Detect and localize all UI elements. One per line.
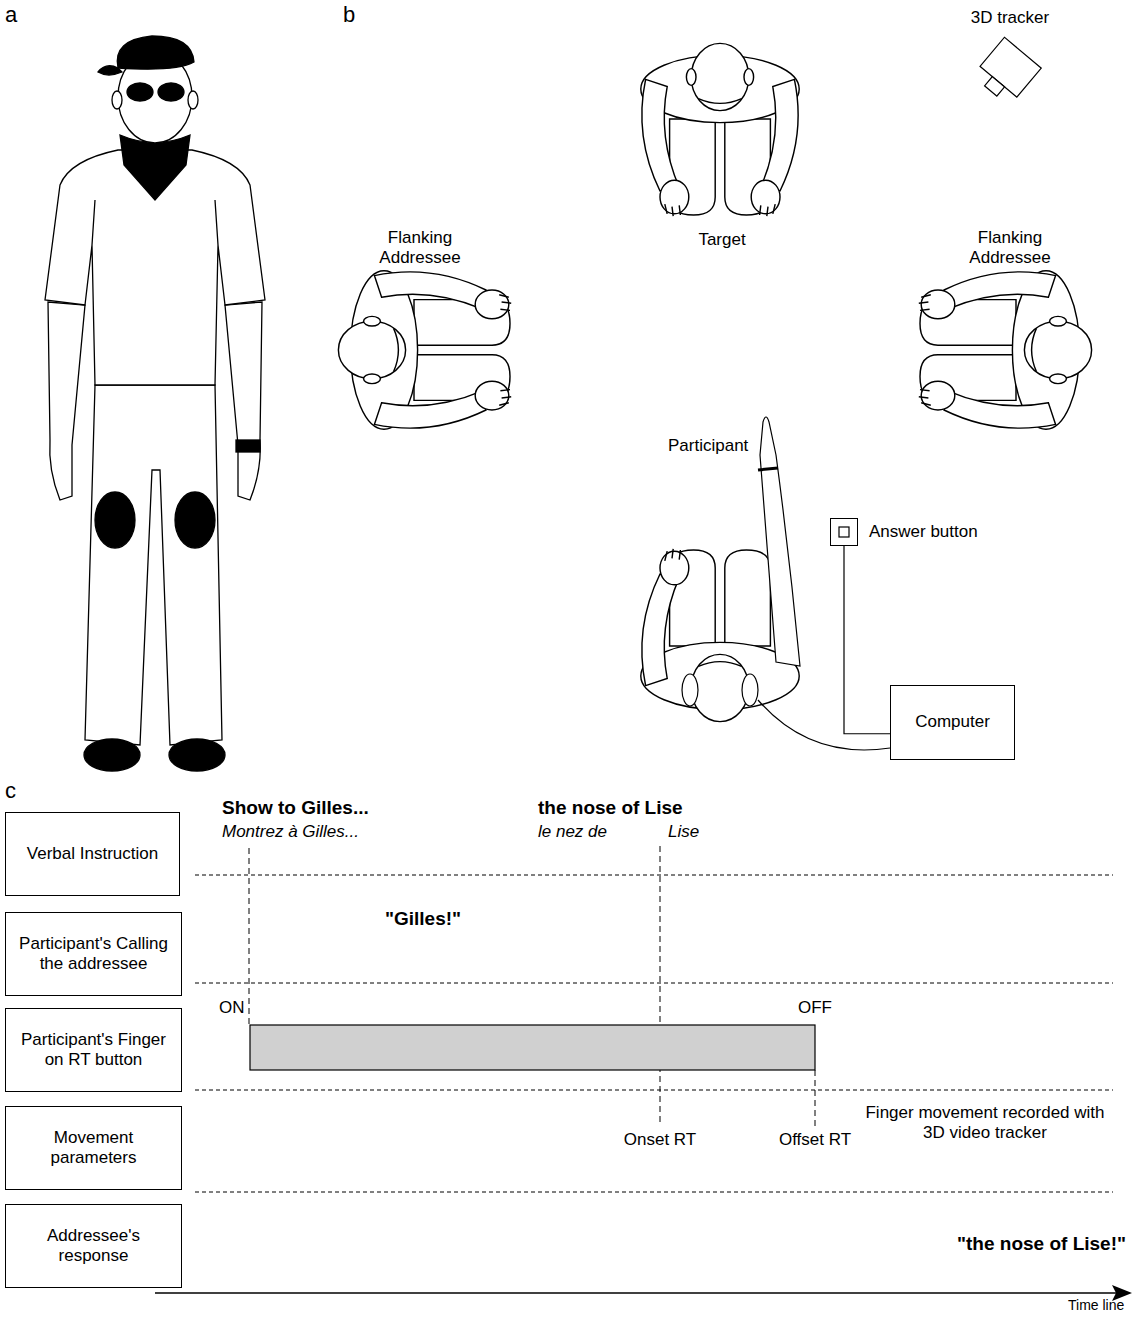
row-header-box: Participant's Finger on RT button	[5, 1008, 182, 1092]
node-text: Computer	[915, 712, 990, 732]
time-label: Onset RT	[605, 1130, 715, 1150]
tracker-camera	[972, 37, 1041, 106]
time-marker	[249, 846, 815, 1126]
instruction-text: the nose of Lise	[538, 797, 683, 820]
button-key	[839, 527, 849, 537]
person-label: Flanking Addressee	[365, 228, 475, 269]
participant-figure	[641, 417, 890, 750]
cable-line	[844, 546, 890, 734]
row-header-box: Verbal Instruction	[5, 812, 180, 896]
target-person	[641, 43, 799, 216]
bar-label: OFF	[785, 998, 845, 1018]
person-label: Participant	[668, 436, 748, 456]
note-text: Finger movement recorded with 3D video t…	[865, 1103, 1105, 1144]
bar-label: ON	[219, 998, 245, 1018]
row-header-box: Participant's Calling the addressee	[5, 912, 182, 996]
panel-letter: c	[5, 778, 16, 804]
flanking-addressee-figure	[919, 271, 1092, 429]
answer-button: Answer button	[830, 518, 858, 546]
panel-letter: a	[5, 2, 17, 28]
marker-person	[45, 36, 265, 771]
row-separator	[195, 875, 1113, 1192]
node-text: Addressee's response	[14, 1226, 173, 1267]
node-text: Answer button	[869, 522, 978, 542]
node-text: Movement parameters	[14, 1128, 173, 1169]
time-label: Offset RT	[760, 1130, 870, 1150]
instruction-text: Montrez à Gilles...	[222, 822, 359, 842]
rt-button-bar	[250, 1025, 815, 1070]
utterance-text: "the nose of Lise!"	[946, 1233, 1126, 1256]
node-text: Participant's Finger on RT button	[14, 1030, 173, 1071]
row-header-box: Addressee's response	[5, 1204, 182, 1288]
instruction-text: Show to Gilles...	[222, 797, 369, 820]
time-axis	[155, 1285, 1132, 1301]
person-label: Flanking Addressee	[955, 228, 1065, 269]
device-label: 3D tracker	[950, 8, 1070, 28]
computer-box: Computer	[890, 685, 1015, 760]
flanking-addressee-figure	[338, 271, 511, 429]
node-text: Verbal Instruction	[27, 844, 158, 864]
row-header-box: Movement parameters	[5, 1106, 182, 1190]
axis-label: Time line	[1068, 1297, 1124, 1314]
instruction-text: Lise	[668, 822, 699, 842]
panel-letter: b	[343, 2, 355, 28]
node-text: Participant's Calling the addressee	[14, 934, 173, 975]
instruction-text: le nez de	[538, 822, 607, 842]
utterance-text: "Gilles!"	[385, 908, 461, 931]
person-label: Target	[672, 230, 772, 250]
